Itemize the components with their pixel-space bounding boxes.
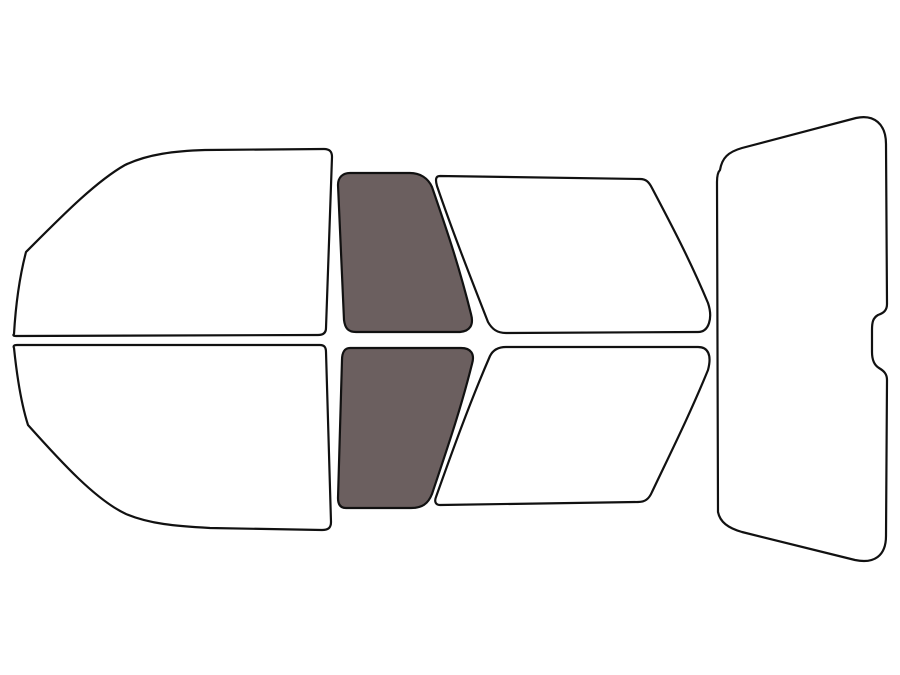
rear-door-window-top[interactable]	[434, 174, 712, 335]
windshield-top-half[interactable]	[12, 147, 334, 338]
front-door-window-top[interactable]	[336, 171, 474, 334]
windshield-bottom-half[interactable]	[12, 343, 333, 532]
rear-door-window-bottom[interactable]	[434, 345, 711, 507]
front-door-window-bottom[interactable]	[336, 346, 475, 510]
rear-window[interactable]	[715, 116, 889, 563]
